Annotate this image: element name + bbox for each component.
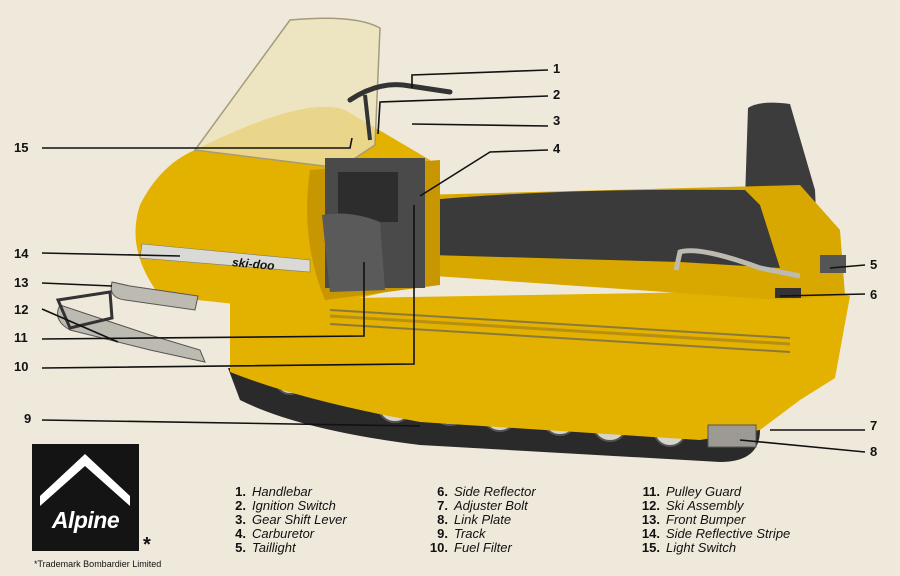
reflective-stripe xyxy=(139,243,311,273)
legend-column-3: 11.Pulley Guard 12.Ski Assembly 13.Front… xyxy=(640,485,790,555)
callout-number-5: 5 xyxy=(870,257,878,272)
callout-number-3: 3 xyxy=(553,113,561,128)
legend-column-1: 1.Handlebar 2.Ignition Switch 3.Gear Shi… xyxy=(226,485,347,555)
legend-item: 14.Side Reflective Stripe xyxy=(641,526,791,541)
callout-number-10: 10 xyxy=(14,359,29,374)
callout-number-9: 9 xyxy=(24,411,32,426)
callout-number-11: 11 xyxy=(14,330,28,345)
legend-item: 5.Taillight xyxy=(235,540,296,555)
taillight xyxy=(820,255,846,273)
callout-number-6: 6 xyxy=(870,287,878,302)
legend-column-2: 6.Side Reflector 7.Adjuster Bolt 8.Link … xyxy=(428,485,536,555)
alpine-logo: Alpine xyxy=(32,444,139,551)
callout-number-14: 14 xyxy=(14,246,29,261)
legend-item: 15.Light Switch xyxy=(641,540,737,555)
rear-grab-handle xyxy=(673,248,801,279)
legend-item: 3.Gear Shift Lever xyxy=(235,512,347,527)
pulley-guard xyxy=(322,213,385,292)
legend-item: 10.Fuel Filter xyxy=(429,540,512,555)
legend-item: 2.Ignition Switch xyxy=(235,498,336,513)
link-plate xyxy=(707,424,757,448)
callout-number-13: 13 xyxy=(14,275,29,290)
callout-number-4: 4 xyxy=(553,141,561,156)
leader-lines xyxy=(41,69,866,453)
legend-item: 12.Ski Assembly xyxy=(641,498,744,513)
legend-item: 9.Track xyxy=(437,526,486,541)
callout-number-15: 15 xyxy=(14,140,29,155)
legend-item: 11.Pulley Guard xyxy=(642,484,742,499)
handlebar xyxy=(347,82,453,103)
trademark-asterisk: * xyxy=(143,534,151,556)
callout-number-2: 2 xyxy=(553,87,561,102)
mountain-chevron-icon xyxy=(40,454,130,506)
front-bumper xyxy=(110,281,199,311)
callout-number-12: 12 xyxy=(14,302,29,317)
callout-number-1: 1 xyxy=(553,61,561,76)
callout-number-7: 7 xyxy=(870,418,878,433)
legend-item: 6.Side Reflector xyxy=(437,484,536,499)
logo-text: Alpine xyxy=(51,507,120,533)
legend-item: 4.Carburetor xyxy=(235,526,315,541)
trademark-note: *Trademark Bombardier Limited xyxy=(34,559,162,569)
callout-number-8: 8 xyxy=(870,444,878,459)
legend-item: 7.Adjuster Bolt xyxy=(437,498,528,513)
windshield xyxy=(193,17,381,169)
legend-item: 8.Link Plate xyxy=(437,512,512,527)
legend-item: 1.Handlebar xyxy=(235,484,312,499)
legend-item: 13.Front Bumper xyxy=(641,512,746,527)
side-reflector xyxy=(775,288,801,298)
ski xyxy=(57,304,206,363)
